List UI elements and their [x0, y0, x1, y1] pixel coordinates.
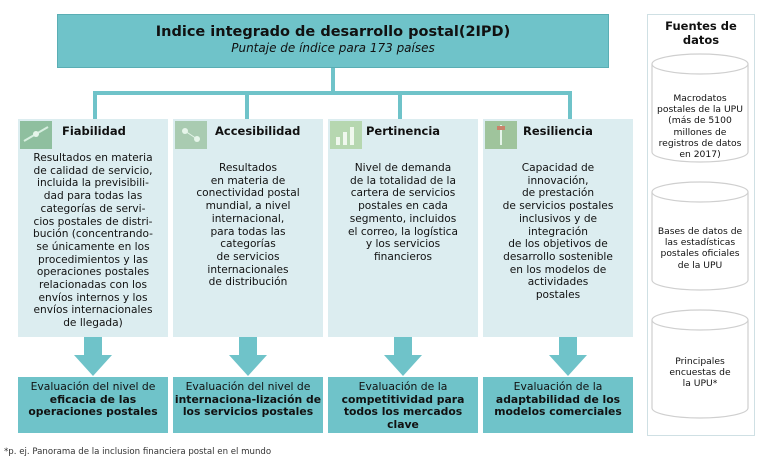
- source-macrodatos: Macrodatos postales de la UPU (más de 51…: [657, 93, 743, 161]
- source-estadisticas: Bases de datos de las estadísticas posta…: [657, 226, 743, 271]
- arrow-down-icon: [74, 337, 112, 376]
- pillar-image: [20, 121, 52, 149]
- source-encuestas: Principales encuestas de la UPU*: [669, 356, 731, 390]
- pillar-title: Fiabilidad: [62, 124, 126, 138]
- database-cylinder-icon: [651, 53, 749, 163]
- index-subtitle: Puntaje de índice para 173 países: [231, 41, 435, 55]
- arrow-down-icon: [229, 337, 267, 376]
- connector-trunk: [331, 68, 335, 94]
- footnote: *p. ej. Panorama de la inclusion financi…: [4, 447, 272, 457]
- outcome-fiabilidad: Evaluación del nivel de eficacia de las …: [18, 377, 168, 433]
- pillar-title: Pertinencia: [366, 124, 441, 138]
- connector-pertinencia: [398, 91, 402, 119]
- connector-horizontal: [93, 91, 572, 95]
- arrow-down-icon: [384, 337, 422, 376]
- outcome-accesibilidad: Evaluación del nivel de internaciona-liz…: [173, 377, 323, 433]
- pillar-image: [330, 121, 362, 149]
- connector-accesibilidad: [245, 91, 249, 119]
- pillar-image: [485, 121, 517, 149]
- database-cylinder-icon: [651, 181, 749, 291]
- pillar-title: Resiliencia: [523, 124, 593, 138]
- database-cylinder-icon: [651, 309, 749, 419]
- outcome-pertinencia: Evaluación de la competitividad para tod…: [328, 377, 478, 433]
- index-title: Indice integrado de desarrollo postal(2I…: [155, 24, 511, 40]
- index-header: Indice integrado de desarrollo postal(2I…: [57, 14, 609, 68]
- connector-resiliencia: [568, 91, 572, 119]
- sources-title: Fuentes de datos: [665, 19, 737, 47]
- arrow-down-icon: [549, 337, 587, 376]
- connector-fiabilidad: [93, 91, 97, 119]
- pillar-title: Accesibilidad: [215, 124, 301, 138]
- outcome-resiliencia: Evaluación de la adaptabilidad de los mo…: [483, 377, 633, 433]
- pillar-image: [175, 121, 207, 149]
